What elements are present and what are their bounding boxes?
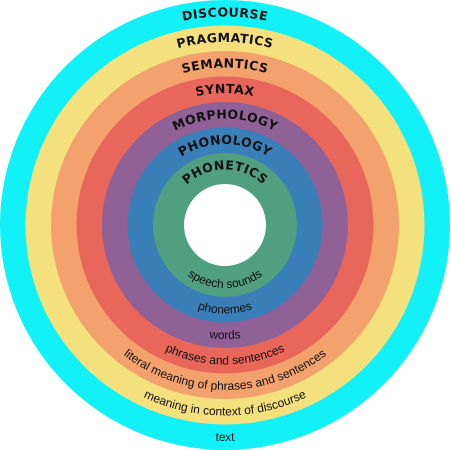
ring-description-discourse: text xyxy=(215,430,235,444)
ring-title-pragmatics: PRAGMATICS xyxy=(175,30,275,51)
center-hole xyxy=(184,184,266,266)
ring-title-semantics: SEMANTICS xyxy=(180,55,270,76)
ring-description-phonology: phonemes xyxy=(197,299,254,317)
ring-title-syntax: SYNTAX xyxy=(194,81,256,99)
ring-description-morphology: words xyxy=(208,327,241,342)
ring-title-discourse: DISCOURSE xyxy=(181,4,270,23)
